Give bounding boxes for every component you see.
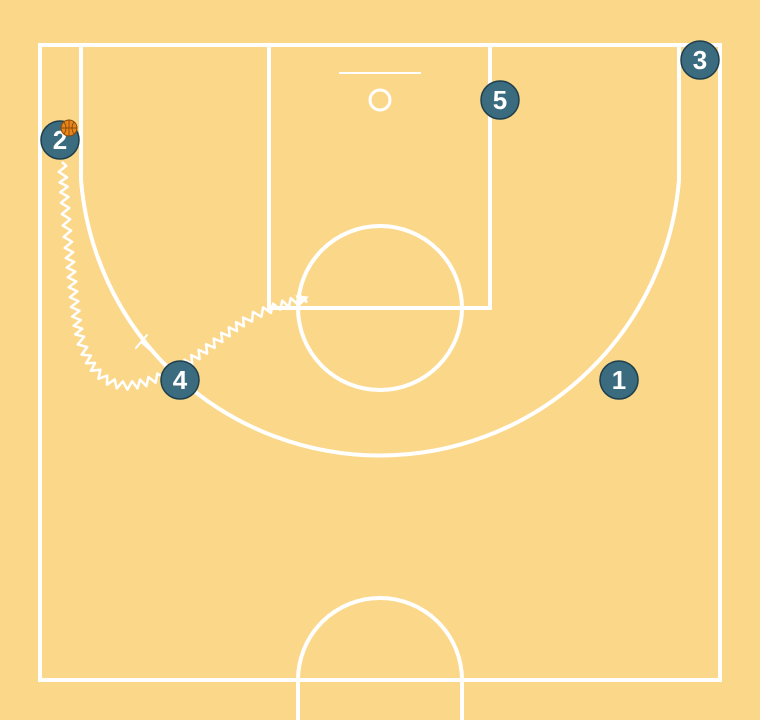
- paint: [267, 43, 492, 310]
- center-circle: [296, 596, 464, 681]
- court-lines: [38, 43, 722, 720]
- free-throw-circle: [296, 224, 464, 392]
- player-marker: [680, 40, 720, 80]
- player-label: 1: [612, 365, 626, 395]
- dribble-arrowhead: [295, 295, 309, 307]
- player-label: 3: [693, 45, 707, 75]
- player-marker: [599, 360, 639, 400]
- player-label: 4: [173, 365, 188, 395]
- screen-marker: [135, 334, 167, 365]
- basketball-icon: [60, 119, 78, 137]
- three-point-arc: [79, 179, 681, 458]
- dribble-path: [57, 161, 308, 391]
- hoop: [368, 88, 392, 112]
- player-label: 5: [493, 85, 507, 115]
- player-5[interactable]: 5: [480, 80, 520, 120]
- player-marker: [160, 360, 200, 400]
- player-3[interactable]: 3: [680, 40, 720, 80]
- player-1[interactable]: 1: [599, 360, 639, 400]
- player-marker: [480, 80, 520, 120]
- player-4[interactable]: 4: [160, 360, 200, 400]
